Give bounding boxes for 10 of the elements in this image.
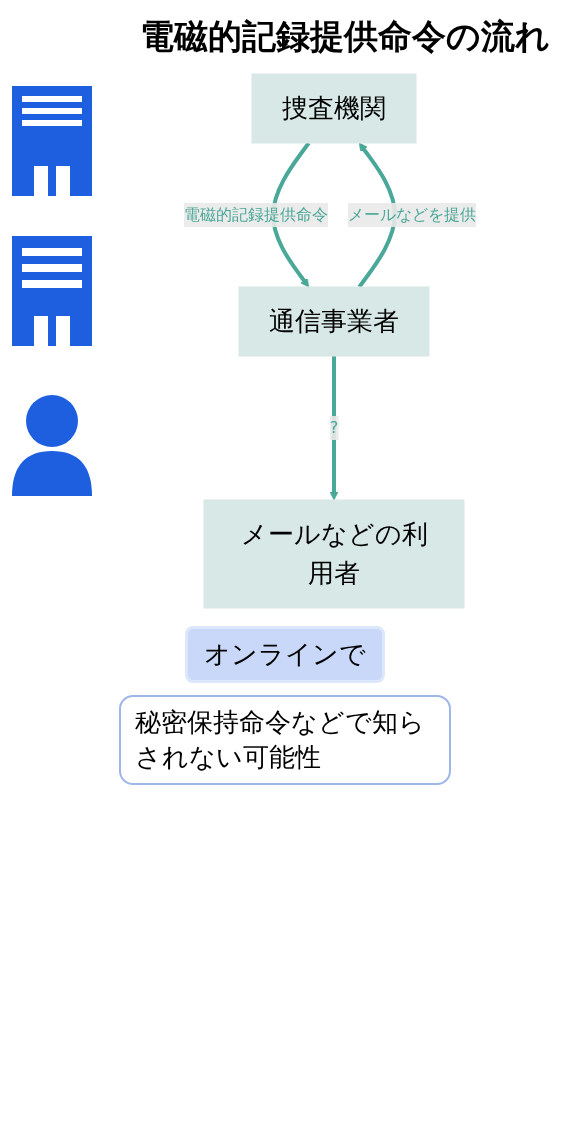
speech-bubble: 秘密保持命令などで知らされない可能性: [119, 695, 451, 785]
title: 電磁的記録提供命令の流れ: [139, 15, 551, 58]
note-label: オンラインで: [185, 626, 385, 683]
edge-label: メールなどを提供: [348, 205, 476, 224]
node-box: 通信事業者: [238, 286, 430, 357]
arrow: [329, 356, 339, 501]
node-box: メールなどの利用者: [203, 499, 465, 609]
node-box: 捜査機関: [251, 73, 417, 144]
edge-label: 電磁的記録提供命令: [184, 205, 328, 224]
edge-label: ?: [329, 418, 339, 437]
